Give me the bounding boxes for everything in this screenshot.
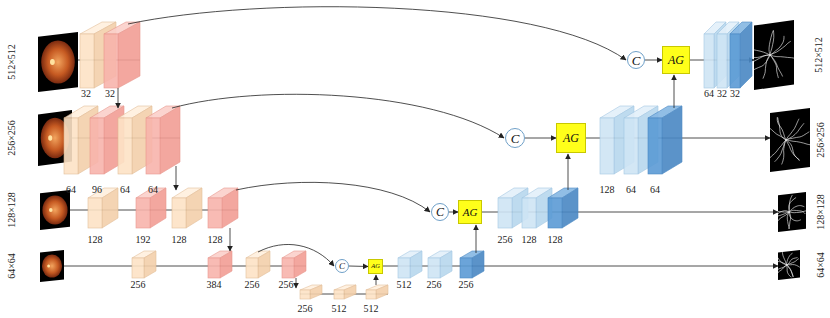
fundus-image: [38, 32, 78, 92]
node-text: AG: [463, 207, 478, 218]
channel-count: 96: [92, 185, 102, 195]
node-text: AG: [371, 263, 380, 270]
node-text: C: [339, 262, 345, 271]
channel-count: 128: [522, 235, 537, 245]
resolution-label: 128×128: [7, 192, 17, 228]
feature-map-block: [428, 251, 452, 278]
feature-map-block: [208, 188, 238, 228]
fundus-image: [40, 190, 70, 230]
channel-count: 128: [208, 235, 223, 245]
vessel-map: [774, 250, 800, 280]
flow-line: [674, 75, 675, 108]
flow-arrow: [645, 60, 662, 61]
channel-count: 64: [66, 185, 76, 195]
node-text: C: [436, 206, 444, 218]
channel-count: 128: [600, 185, 615, 195]
flow-line: [230, 228, 231, 251]
feature-map-block: [460, 251, 484, 278]
vessel-map: [772, 192, 807, 232]
channel-count: 32: [81, 89, 91, 99]
concat-circle: C: [505, 128, 525, 148]
flow-arrow: [525, 138, 556, 139]
resolution-label: 512×512: [7, 44, 17, 80]
channel-count: 512: [397, 280, 412, 290]
feature-map-block: [132, 251, 156, 278]
flow-line: [476, 225, 477, 253]
channel-count: 64: [148, 185, 158, 195]
feature-map-block: [172, 188, 202, 228]
resolution-label: 512×512: [814, 37, 824, 73]
feature-map-block: [208, 251, 232, 278]
flow-arrow: [449, 212, 458, 213]
flow-line: [118, 88, 119, 108]
resolution-label: 128×128: [816, 194, 826, 230]
feature-map-block: [300, 285, 322, 299]
channel-count: 32: [730, 89, 740, 99]
feature-map-block: [648, 106, 682, 174]
concat-circle: C: [627, 51, 645, 69]
node-text: C: [632, 54, 641, 67]
channel-count: 256: [298, 304, 313, 314]
feature-map-block: [522, 188, 552, 228]
vessel-map: [766, 108, 811, 172]
channel-count: 64: [120, 185, 130, 195]
channel-count: 256: [427, 280, 442, 290]
skip-connection: [236, 182, 430, 212]
feature-map-block: [730, 22, 752, 88]
attention-gate-box: AG: [458, 200, 482, 224]
resolution-label: 64×64: [7, 253, 17, 279]
flow-arrow: [349, 266, 368, 268]
channel-count: 512: [364, 304, 379, 314]
feature-map-block: [146, 106, 180, 174]
feature-map-block: [282, 251, 306, 278]
fundus-image: [40, 250, 64, 282]
feature-map-block: [398, 251, 422, 278]
channel-count: 256: [279, 280, 294, 290]
resolution-label: 256×256: [816, 122, 826, 158]
channel-count: 64: [704, 89, 714, 99]
channel-count: 512: [332, 304, 347, 314]
feature-map-block: [334, 285, 356, 299]
concat-circle: C: [431, 203, 449, 221]
flow-line: [176, 166, 177, 190]
feature-map-block: [548, 188, 578, 228]
channel-count: 128: [88, 235, 103, 245]
skip-connection: [128, 7, 626, 60]
channel-count: 128: [172, 235, 187, 245]
feature-map-block: [104, 22, 140, 88]
feature-map-block: [366, 285, 388, 299]
channel-count: 64: [626, 185, 636, 195]
resolution-label: 64×64: [816, 252, 826, 278]
attention-gate-box: AG: [368, 259, 383, 274]
channel-count: 256: [245, 280, 260, 290]
channel-count: 32: [717, 89, 727, 99]
channel-count: 384: [207, 280, 222, 290]
flow-line: [568, 154, 569, 190]
node-text: C: [511, 132, 520, 145]
skip-connection: [172, 94, 504, 138]
flow-line: [376, 275, 377, 285]
channel-count: 256: [131, 280, 146, 290]
attention-gate-box: AG: [556, 123, 586, 153]
resolution-label: 256×256: [7, 120, 17, 156]
channel-count: 128: [548, 235, 563, 245]
concat-circle: C: [335, 259, 349, 273]
node-text: AG: [563, 132, 579, 144]
vessel-map: [745, 20, 795, 90]
channel-count: 256: [498, 235, 513, 245]
channel-count: 32: [105, 89, 115, 99]
skip-connection: [258, 244, 334, 266]
node-text: AG: [668, 54, 684, 66]
flow-line: [296, 278, 297, 288]
feature-map-block: [246, 251, 270, 278]
channel-count: 256: [459, 280, 474, 290]
channel-count: 64: [650, 185, 660, 195]
attention-gate-box: AG: [662, 46, 690, 74]
channel-count: 192: [136, 235, 151, 245]
